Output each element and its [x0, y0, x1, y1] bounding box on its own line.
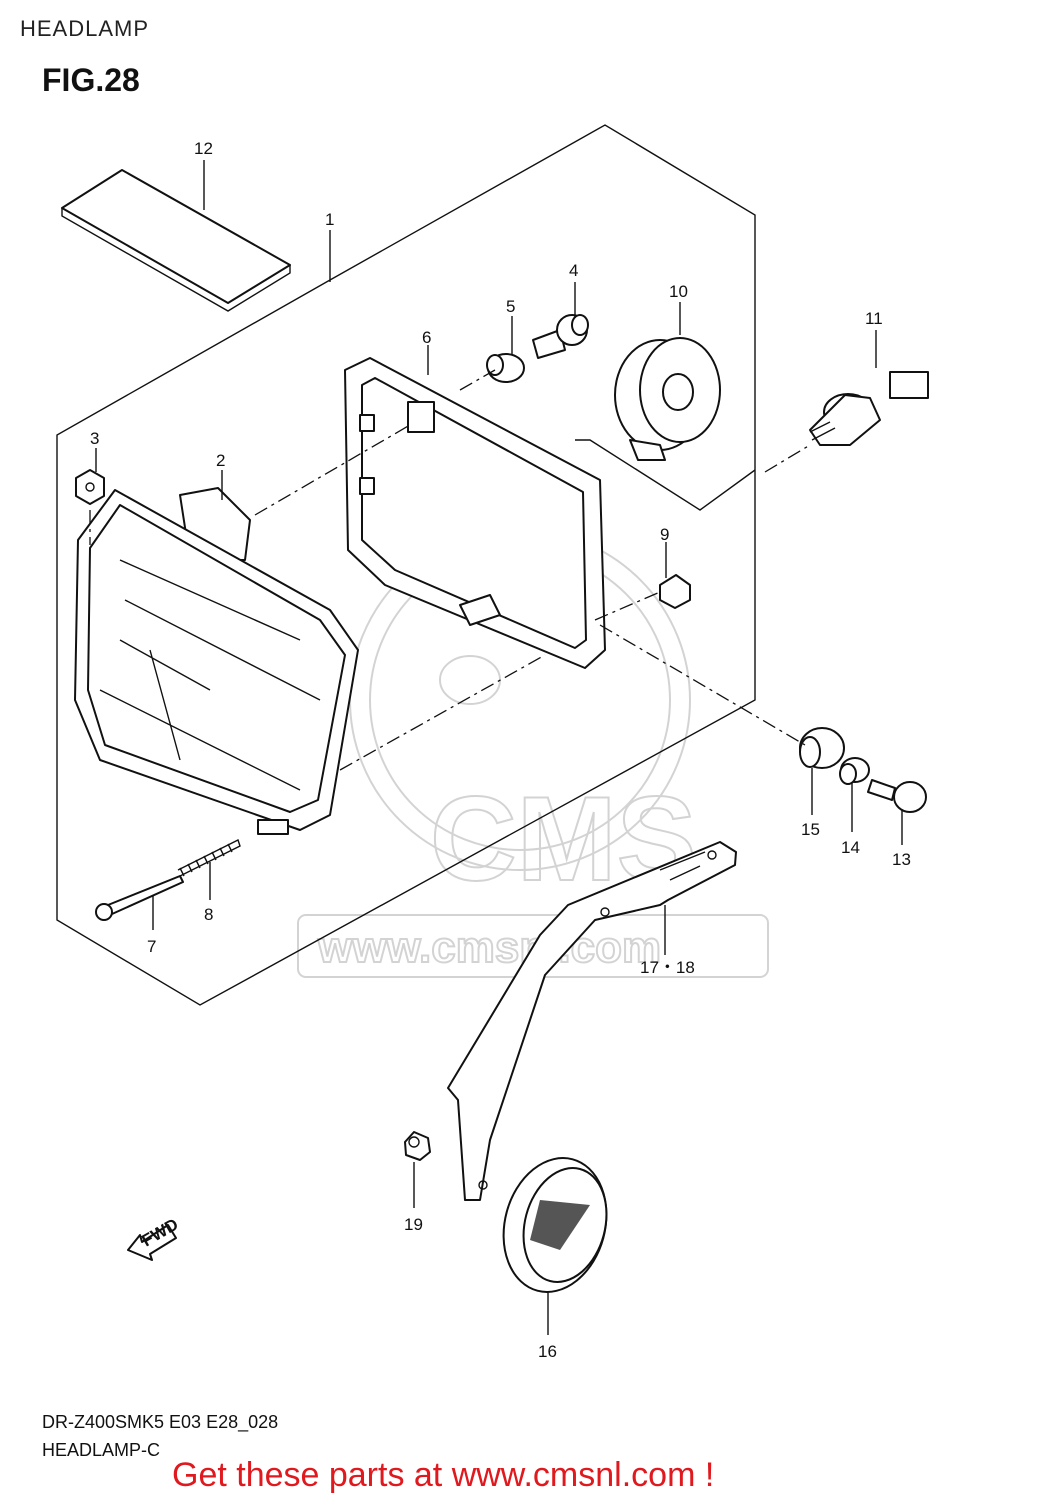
model-code: DR-Z400SMK5 E03 E28_028	[42, 1412, 279, 1432]
callout-17-18: 17・18	[640, 958, 695, 977]
callout-4: 4	[569, 261, 578, 280]
part-9-clip-nut	[659, 574, 691, 609]
part-2-headlamp-unit	[74, 487, 359, 835]
callout-13: 13	[892, 850, 911, 869]
part-19-nut	[404, 1131, 431, 1161]
part-3-clip-nut	[75, 469, 105, 505]
buy-parts-link[interactable]: Get these parts at www.cmsnl.com !	[172, 1456, 715, 1494]
callout-5: 5	[506, 297, 515, 316]
fwd-direction-arrow: FWD	[127, 1215, 182, 1261]
part-11-headlamp-bulb	[809, 371, 929, 446]
part-12-label-sticker	[61, 169, 291, 312]
callout-19: 19	[404, 1215, 423, 1234]
callout-14: 14	[841, 838, 860, 857]
part-16-reflector	[502, 1157, 608, 1293]
watermark-url: www.cmsnl.com	[317, 923, 661, 972]
part-4-screw	[532, 314, 589, 359]
callout-labels: 12 1 2 3 4 5 6 7 8 9 10 11 13 14 15 16 1…	[90, 139, 911, 1361]
callout-8: 8	[204, 905, 213, 924]
callout-9: 9	[660, 525, 669, 544]
part-5-rubber-grommet	[486, 353, 525, 383]
part-6-headlamp-rim	[344, 357, 606, 669]
assembly-lines	[89, 369, 811, 771]
callout-3: 3	[90, 429, 99, 448]
leader-lines	[95, 160, 903, 1335]
callout-12: 12	[194, 139, 213, 158]
part-15-grommet	[799, 727, 845, 769]
part-10-socket-cover	[614, 337, 721, 461]
callout-15: 15	[801, 820, 820, 839]
part-17-18-headlamp-bracket	[447, 841, 737, 1201]
callout-1: 1	[325, 210, 334, 229]
part-8-spring	[177, 839, 241, 877]
callout-7: 7	[147, 937, 156, 956]
figure-number: FIG.28	[42, 62, 140, 98]
callout-16: 16	[538, 1342, 557, 1361]
callout-2: 2	[216, 451, 225, 470]
callout-6: 6	[422, 328, 431, 347]
part-14-collar	[839, 757, 870, 785]
assembly-outline	[56, 124, 756, 1006]
callout-10: 10	[669, 282, 688, 301]
part-13-bolt	[867, 779, 927, 813]
callout-11: 11	[865, 309, 883, 328]
diagram-code: HEADLAMP-C	[42, 1440, 161, 1460]
part-7-adjusting-screw	[95, 875, 184, 921]
section-title: HEADLAMP	[20, 16, 150, 41]
